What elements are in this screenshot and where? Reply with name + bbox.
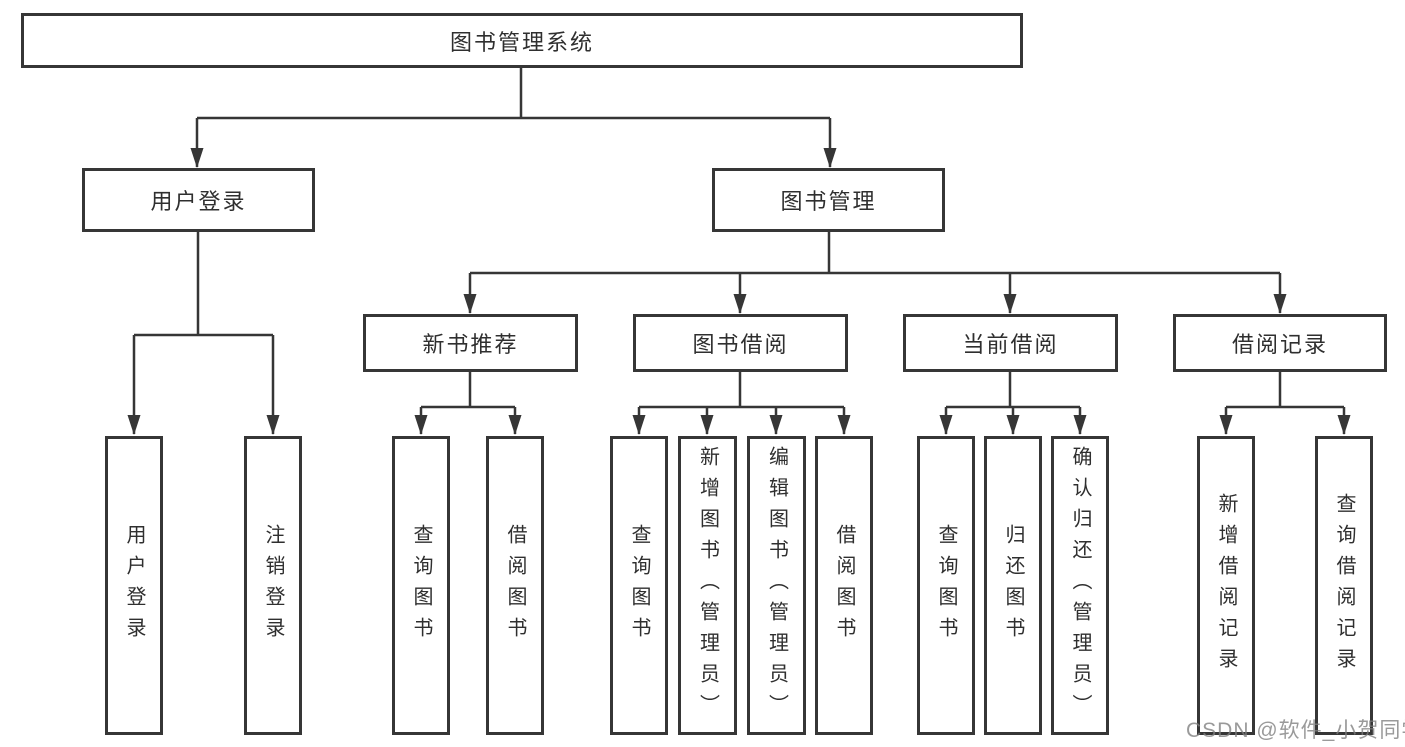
node-label: 归还图书 bbox=[1002, 523, 1024, 648]
node-user-login: 用户登录 bbox=[82, 168, 315, 232]
node-leaf-logout: 注销登录 bbox=[244, 436, 302, 735]
node-label: 当前借阅 bbox=[962, 332, 1059, 357]
node-leaf-query-books-1: 查询图书 bbox=[392, 436, 450, 735]
node-leaf-confirm-return-admin: 确认归还（管理员） bbox=[1051, 436, 1109, 735]
node-label: 图书管理系统 bbox=[449, 29, 594, 55]
node-book-management: 图书管理 bbox=[712, 168, 945, 232]
node-label: 借阅记录 bbox=[1231, 332, 1328, 357]
node-label: 新书推荐 bbox=[422, 332, 519, 357]
node-leaf-add-book-admin: 新增图书（管理员） bbox=[678, 436, 737, 735]
node-book-borrowing: 图书借阅 bbox=[633, 314, 848, 372]
node-label: 用户登录 bbox=[123, 523, 145, 648]
node-leaf-edit-book-admin: 编辑图书（管理员） bbox=[747, 436, 806, 735]
node-label: 编辑图书（管理员） bbox=[765, 446, 788, 725]
node-leaf-borrow-books-2: 借阅图书 bbox=[815, 436, 873, 735]
node-new-book-recommend: 新书推荐 bbox=[363, 314, 578, 372]
node-leaf-query-books-3: 查询图书 bbox=[917, 436, 975, 735]
node-label: 新增图书（管理员） bbox=[696, 446, 719, 725]
node-leaf-query-borrow-record: 查询借阅记录 bbox=[1315, 436, 1373, 735]
node-label: 新增借阅记录 bbox=[1215, 492, 1237, 679]
node-root: 图书管理系统 bbox=[21, 13, 1023, 68]
node-leaf-borrow-books-1: 借阅图书 bbox=[486, 436, 544, 735]
node-label: 用户登录 bbox=[150, 189, 247, 214]
node-leaf-return-books: 归还图书 bbox=[984, 436, 1042, 735]
watermark: CSDN @软件_小贺同学 bbox=[1186, 719, 1405, 742]
node-label: 注销登录 bbox=[262, 523, 284, 648]
node-label: 查询图书 bbox=[410, 523, 432, 648]
node-current-borrowing: 当前借阅 bbox=[903, 314, 1118, 372]
node-label: 查询图书 bbox=[628, 523, 650, 648]
node-leaf-add-borrow-record: 新增借阅记录 bbox=[1197, 436, 1255, 735]
node-label: 确认归还（管理员） bbox=[1069, 446, 1091, 725]
node-leaf-user-login: 用户登录 bbox=[105, 436, 163, 735]
node-label: 查询借阅记录 bbox=[1333, 492, 1355, 679]
node-borrowing-records: 借阅记录 bbox=[1173, 314, 1387, 372]
node-label: 借阅图书 bbox=[504, 523, 526, 648]
node-label: 图书借阅 bbox=[692, 332, 789, 357]
node-label: 借阅图书 bbox=[833, 523, 855, 648]
node-label: 图书管理 bbox=[780, 189, 877, 214]
node-leaf-query-books-2: 查询图书 bbox=[610, 436, 668, 735]
node-label: 查询图书 bbox=[935, 523, 957, 648]
